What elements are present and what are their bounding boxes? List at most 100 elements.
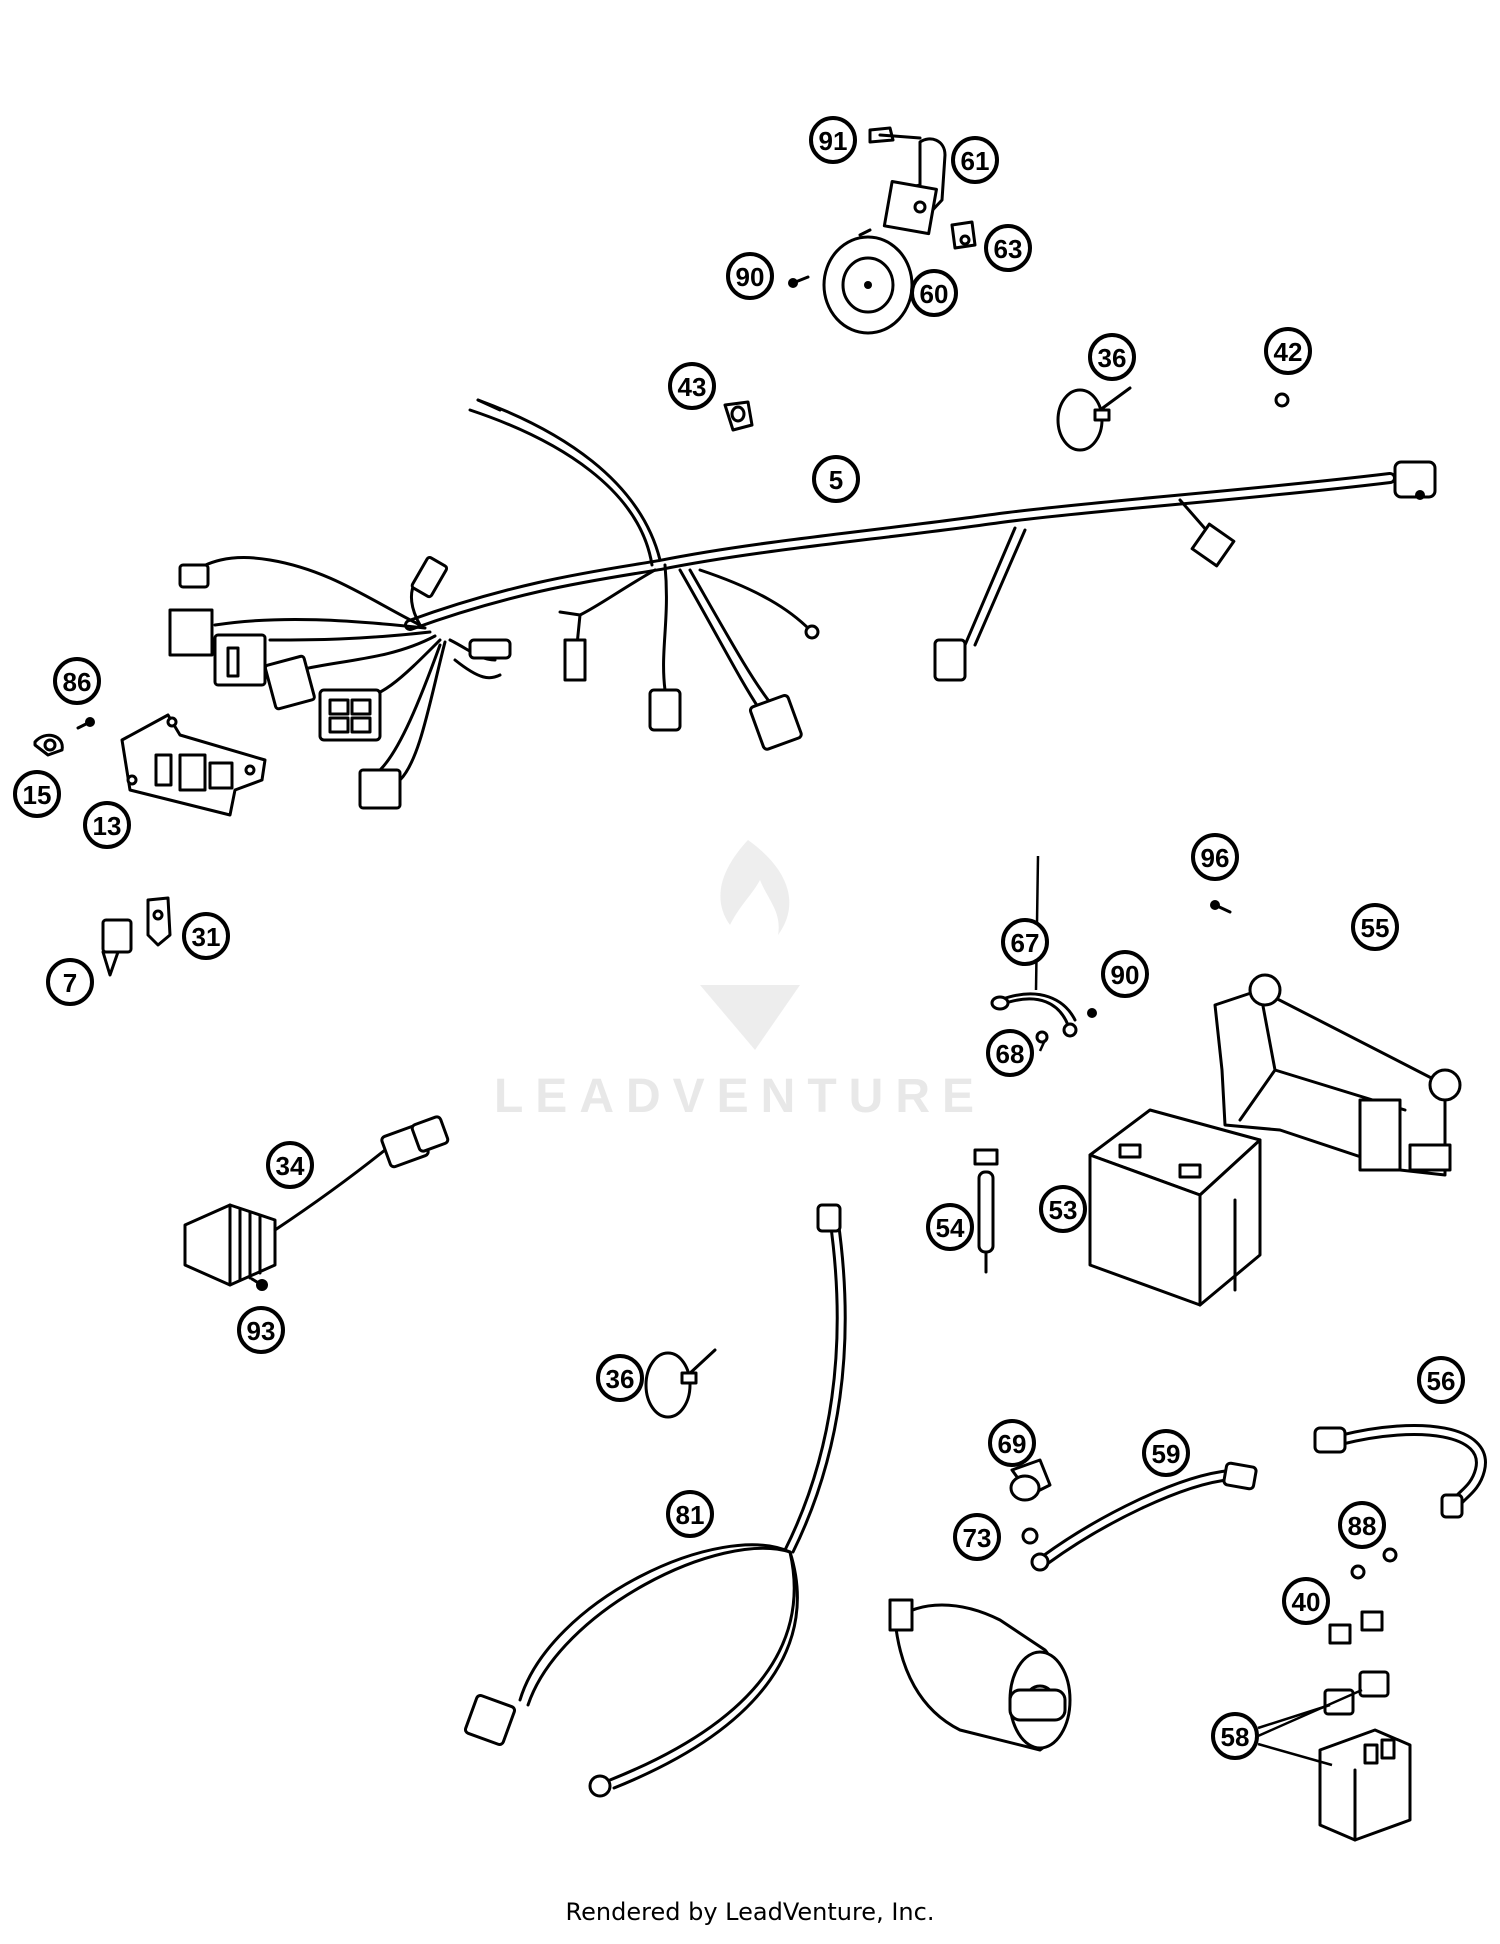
callout-circle bbox=[83, 801, 131, 849]
callout-73: 73 bbox=[953, 1513, 1001, 1561]
callout-label: 55 bbox=[1361, 913, 1390, 943]
callout-circle bbox=[951, 136, 999, 184]
callout-circle bbox=[596, 1354, 644, 1402]
callout-circle bbox=[668, 362, 716, 410]
callout-circle bbox=[1264, 327, 1312, 375]
watermark-brand: LEADVENTURE bbox=[494, 1070, 986, 1123]
callout-label: 5 bbox=[829, 465, 843, 495]
callout-circle bbox=[1191, 833, 1239, 881]
callout-label: 81 bbox=[676, 1500, 705, 1530]
starter-relay-58-part bbox=[1318, 1670, 1412, 1842]
callout-54: 54 bbox=[926, 1203, 974, 1251]
callout-label: 42 bbox=[1274, 337, 1303, 367]
callout-circle bbox=[237, 1306, 285, 1354]
callout-15: 15 bbox=[13, 770, 61, 818]
callout-90a: 90 bbox=[726, 252, 774, 300]
fuse-40-part bbox=[1328, 1610, 1384, 1645]
callout-label: 54 bbox=[936, 1213, 965, 1243]
callout-69: 69 bbox=[988, 1419, 1036, 1467]
mounting-bracket-13-part bbox=[120, 713, 267, 817]
leadventure-watermark: LEADVENTURE bbox=[494, 840, 986, 1123]
holder-31-part bbox=[146, 896, 172, 947]
callout-96: 96 bbox=[1191, 833, 1239, 881]
callout-circle bbox=[1417, 1356, 1465, 1404]
main-wiring-harness bbox=[168, 398, 1437, 810]
callout-31: 31 bbox=[182, 912, 230, 960]
callout-93: 93 bbox=[237, 1306, 285, 1354]
callout-label: 90 bbox=[1111, 960, 1140, 990]
callout-13: 13 bbox=[83, 801, 131, 849]
screws-88-part bbox=[1350, 1547, 1398, 1580]
nut-42-part bbox=[1274, 392, 1290, 408]
callout-label: 36 bbox=[606, 1364, 635, 1394]
callout-label: 88 bbox=[1348, 1511, 1377, 1541]
callout-67: 67 bbox=[1001, 918, 1049, 966]
callout-53: 53 bbox=[1039, 1185, 1087, 1233]
callout-circle bbox=[726, 252, 774, 300]
callout-circle bbox=[1142, 1429, 1190, 1477]
callout-label: 96 bbox=[1201, 843, 1230, 873]
callout-label: 13 bbox=[93, 811, 122, 841]
callout-label: 68 bbox=[996, 1039, 1025, 1069]
callout-label: 43 bbox=[678, 372, 707, 402]
callout-42: 42 bbox=[1264, 327, 1312, 375]
callout-61: 61 bbox=[951, 136, 999, 184]
watermark-flame-icon bbox=[720, 840, 790, 935]
callout-label: 93 bbox=[247, 1316, 276, 1346]
callout-label: 90 bbox=[736, 262, 765, 292]
callout-circle bbox=[13, 770, 61, 818]
watermark-v-icon bbox=[700, 985, 800, 1050]
callout-circle bbox=[809, 116, 857, 164]
starter-motor-part bbox=[888, 1598, 1072, 1752]
callout-circle bbox=[1101, 950, 1149, 998]
callout-circle bbox=[953, 1513, 1001, 1561]
callout-7: 7 bbox=[46, 958, 94, 1006]
callout-circle bbox=[1338, 1501, 1386, 1549]
footer-credit: Rendered by LeadVenture, Inc. bbox=[565, 1898, 935, 1926]
callout-43: 43 bbox=[668, 362, 716, 410]
callout-label: 60 bbox=[920, 279, 949, 309]
callout-label: 67 bbox=[1011, 928, 1040, 958]
callout-58: 58 bbox=[1211, 1712, 1259, 1760]
callout-circle bbox=[1088, 333, 1136, 381]
fuse-54-part bbox=[973, 1148, 999, 1274]
callout-circle bbox=[910, 269, 958, 317]
callout-label: 7 bbox=[63, 968, 77, 998]
callout-86: 86 bbox=[53, 657, 101, 705]
voltage-regulator-34-part bbox=[183, 1115, 450, 1291]
callout-5: 5 bbox=[812, 455, 860, 503]
callout-36b: 36 bbox=[596, 1354, 644, 1402]
callout-circle bbox=[53, 657, 101, 705]
callout-circle bbox=[266, 1141, 314, 1189]
nut-73-part bbox=[1021, 1527, 1039, 1545]
callout-circle bbox=[1351, 903, 1399, 951]
callout-56: 56 bbox=[1417, 1356, 1465, 1404]
callout-label: 69 bbox=[998, 1429, 1027, 1459]
callout-circle bbox=[986, 1029, 1034, 1077]
cable-tie-middle bbox=[644, 1348, 717, 1419]
callout-label: 34 bbox=[276, 1151, 305, 1181]
clamp-15-part bbox=[33, 733, 64, 757]
callout-label: 40 bbox=[1292, 1587, 1321, 1617]
screw-86-part bbox=[76, 717, 95, 730]
callout-label: 61 bbox=[961, 146, 990, 176]
callout-label: 36 bbox=[1098, 343, 1127, 373]
ground-cable-67-part bbox=[990, 992, 1097, 1044]
callout-label: 73 bbox=[963, 1523, 992, 1553]
callout-circle bbox=[812, 455, 860, 503]
callout-label: 58 bbox=[1221, 1722, 1250, 1752]
callout-circle bbox=[984, 224, 1032, 272]
starter-cable-59-part bbox=[1030, 1461, 1258, 1572]
callout-60: 60 bbox=[910, 269, 958, 317]
callout-label: 53 bbox=[1049, 1195, 1078, 1225]
callout-label: 56 bbox=[1427, 1366, 1456, 1396]
callout-circle bbox=[182, 912, 230, 960]
callout-circle bbox=[1282, 1577, 1330, 1625]
callout-90b: 90 bbox=[1101, 950, 1149, 998]
callout-label: 31 bbox=[192, 922, 221, 952]
callout-circle bbox=[1211, 1712, 1259, 1760]
callout-81: 81 bbox=[666, 1490, 714, 1538]
battery-53-part bbox=[1088, 1108, 1262, 1307]
